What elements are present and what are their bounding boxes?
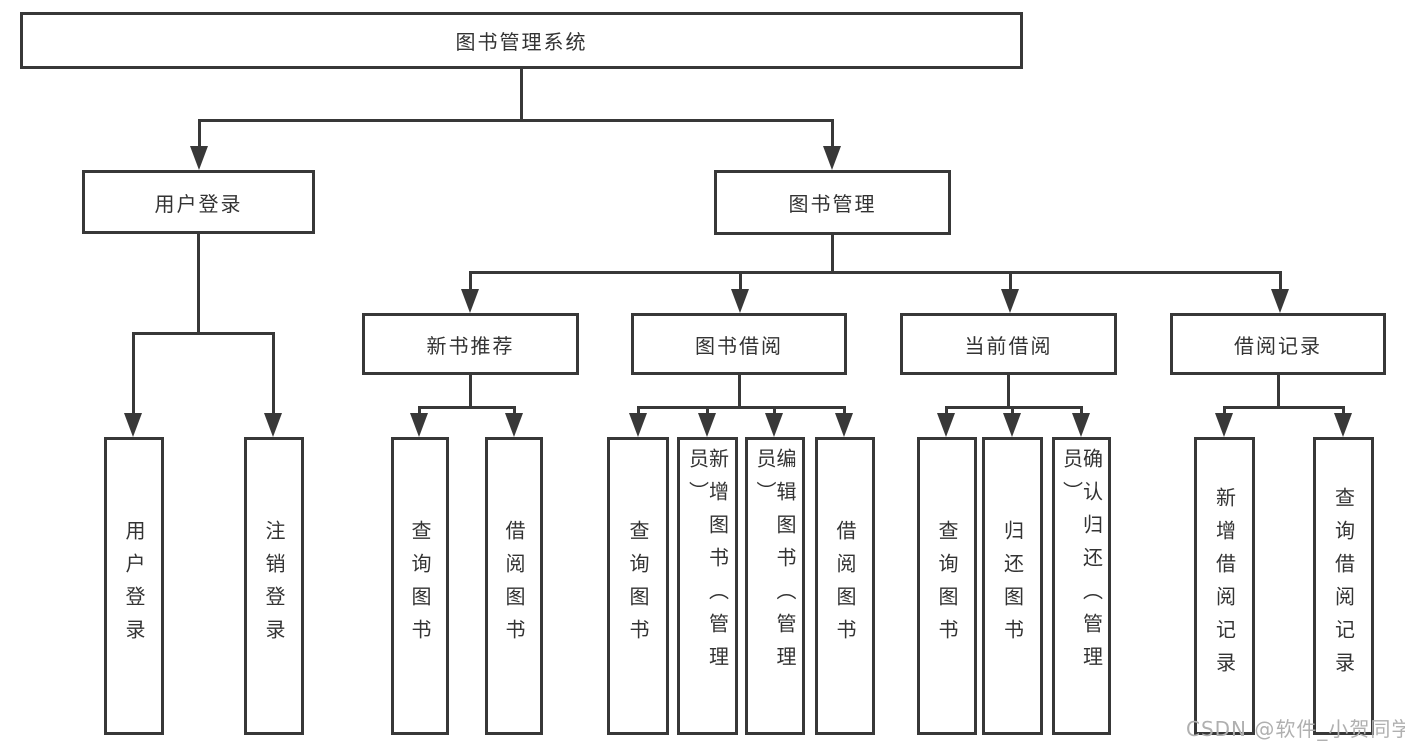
node-label: 用户登录 <box>154 191 243 216</box>
leaf-label: 查询图书 <box>626 520 650 652</box>
node-borrowing-records: 借阅记录 <box>1170 313 1386 375</box>
connector-split-bar <box>1223 406 1345 409</box>
leaf-label: 编辑图书（管理员） <box>753 448 797 679</box>
node-label: 新书推荐 <box>426 333 515 358</box>
node-new-book-recommendation: 新书推荐 <box>362 313 579 375</box>
leaf-label: 查询图书 <box>935 520 959 652</box>
arrow-down-icon <box>505 413 523 437</box>
connector-drop <box>132 332 135 414</box>
leaf-label: 注销登录 <box>262 520 286 652</box>
node-label: 图书借阅 <box>695 333 783 358</box>
arrow-down-icon <box>823 146 841 170</box>
connector-drop <box>945 406 948 418</box>
leaf-label: 借阅图书 <box>502 520 526 652</box>
leaf-query-borrow-record: 查询借阅记录 <box>1313 437 1374 735</box>
leaf-query-books-current: 查询图书 <box>917 437 977 735</box>
arrow-down-icon <box>1003 413 1021 437</box>
arrow-down-icon <box>698 413 716 437</box>
leaf-confirm-return-admin: 确认归还（管理员） <box>1052 437 1111 735</box>
connector-drop <box>1007 375 1010 409</box>
arrow-down-icon <box>937 413 955 437</box>
node-book-management: 图书管理 <box>714 170 951 235</box>
connector-level1-bar <box>198 119 834 122</box>
connector-drop <box>1080 406 1083 418</box>
node-current-borrowing: 当前借阅 <box>900 313 1117 375</box>
node-label: 图书管理 <box>788 192 877 216</box>
arrow-down-icon <box>190 146 208 170</box>
connector-drop <box>1279 271 1282 293</box>
arrow-down-icon <box>1271 289 1289 313</box>
connector-drop <box>197 234 200 335</box>
connector-drop <box>831 235 834 274</box>
leaf-borrow-books-recommend: 借阅图书 <box>485 437 543 735</box>
leaf-label: 新增借阅记录 <box>1212 487 1237 685</box>
connector-drop <box>1011 406 1014 418</box>
connector-drop <box>831 119 834 150</box>
connector-split-bar <box>637 406 846 409</box>
leaf-label: 归还图书 <box>1000 520 1025 652</box>
arrow-down-icon <box>264 413 282 437</box>
leaf-user-login: 用户登录 <box>104 437 164 735</box>
arrow-down-icon <box>410 413 428 437</box>
connector-drop <box>706 406 709 418</box>
leaf-label: 查询借阅记录 <box>1331 487 1356 685</box>
leaf-return-books: 归还图书 <box>982 437 1043 735</box>
connector-drop <box>469 271 472 293</box>
arrow-down-icon <box>124 413 142 437</box>
node-label: 当前借阅 <box>964 333 1053 358</box>
arrow-down-icon <box>1334 413 1352 437</box>
leaf-label: 新增图书（管理员） <box>685 448 730 679</box>
arrow-down-icon <box>765 413 783 437</box>
connector-level3-bar <box>469 271 1282 274</box>
leaf-label: 借阅图书 <box>833 520 857 652</box>
watermark-text: CSDN @软件_小贺同学 <box>1186 717 1405 741</box>
connector-split-bar <box>418 406 516 409</box>
arrow-down-icon <box>1001 289 1019 313</box>
connector-drop <box>637 406 640 418</box>
node-book-borrowing: 图书借阅 <box>631 313 847 375</box>
connector-drop <box>843 406 846 418</box>
connector-drop <box>739 271 742 293</box>
connector-split-bar <box>945 406 1083 409</box>
arrow-down-icon <box>461 289 479 313</box>
connector-root-trunk <box>520 69 523 122</box>
leaf-edit-books-admin: 编辑图书（管理员） <box>745 437 805 735</box>
connector-drop <box>198 119 201 150</box>
connector-drop <box>1223 406 1226 418</box>
connector-drop <box>1277 375 1280 409</box>
arrow-down-icon <box>1215 413 1233 437</box>
arrow-down-icon <box>835 413 853 437</box>
connector-drop <box>513 406 516 418</box>
connector-split-bar <box>132 332 275 335</box>
leaf-borrow-books: 借阅图书 <box>815 437 875 735</box>
node-user-login: 用户登录 <box>82 170 315 234</box>
connector-drop <box>418 406 421 418</box>
connector-drop <box>1342 406 1345 418</box>
leaf-add-borrow-record: 新增借阅记录 <box>1194 437 1255 735</box>
leaf-label: 用户登录 <box>122 520 146 652</box>
leaf-query-books-borrowing: 查询图书 <box>607 437 669 735</box>
leaf-label: 查询图书 <box>408 520 432 652</box>
connector-drop <box>738 375 741 409</box>
arrow-down-icon <box>731 289 749 313</box>
node-label: 图书管理系统 <box>455 30 588 54</box>
node-label: 借阅记录 <box>1234 333 1322 358</box>
arrow-down-icon <box>629 413 647 437</box>
node-book-management-system: 图书管理系统 <box>20 12 1023 69</box>
connector-drop <box>272 332 275 414</box>
connector-drop <box>469 375 472 409</box>
leaf-logout: 注销登录 <box>244 437 304 735</box>
leaf-query-books-recommend: 查询图书 <box>391 437 449 735</box>
connector-drop <box>773 406 776 418</box>
leaf-add-books-admin: 新增图书（管理员） <box>677 437 738 735</box>
leaf-label: 确认归还（管理员） <box>1059 448 1104 679</box>
arrow-down-icon <box>1072 413 1090 437</box>
connector-drop <box>1009 271 1012 293</box>
